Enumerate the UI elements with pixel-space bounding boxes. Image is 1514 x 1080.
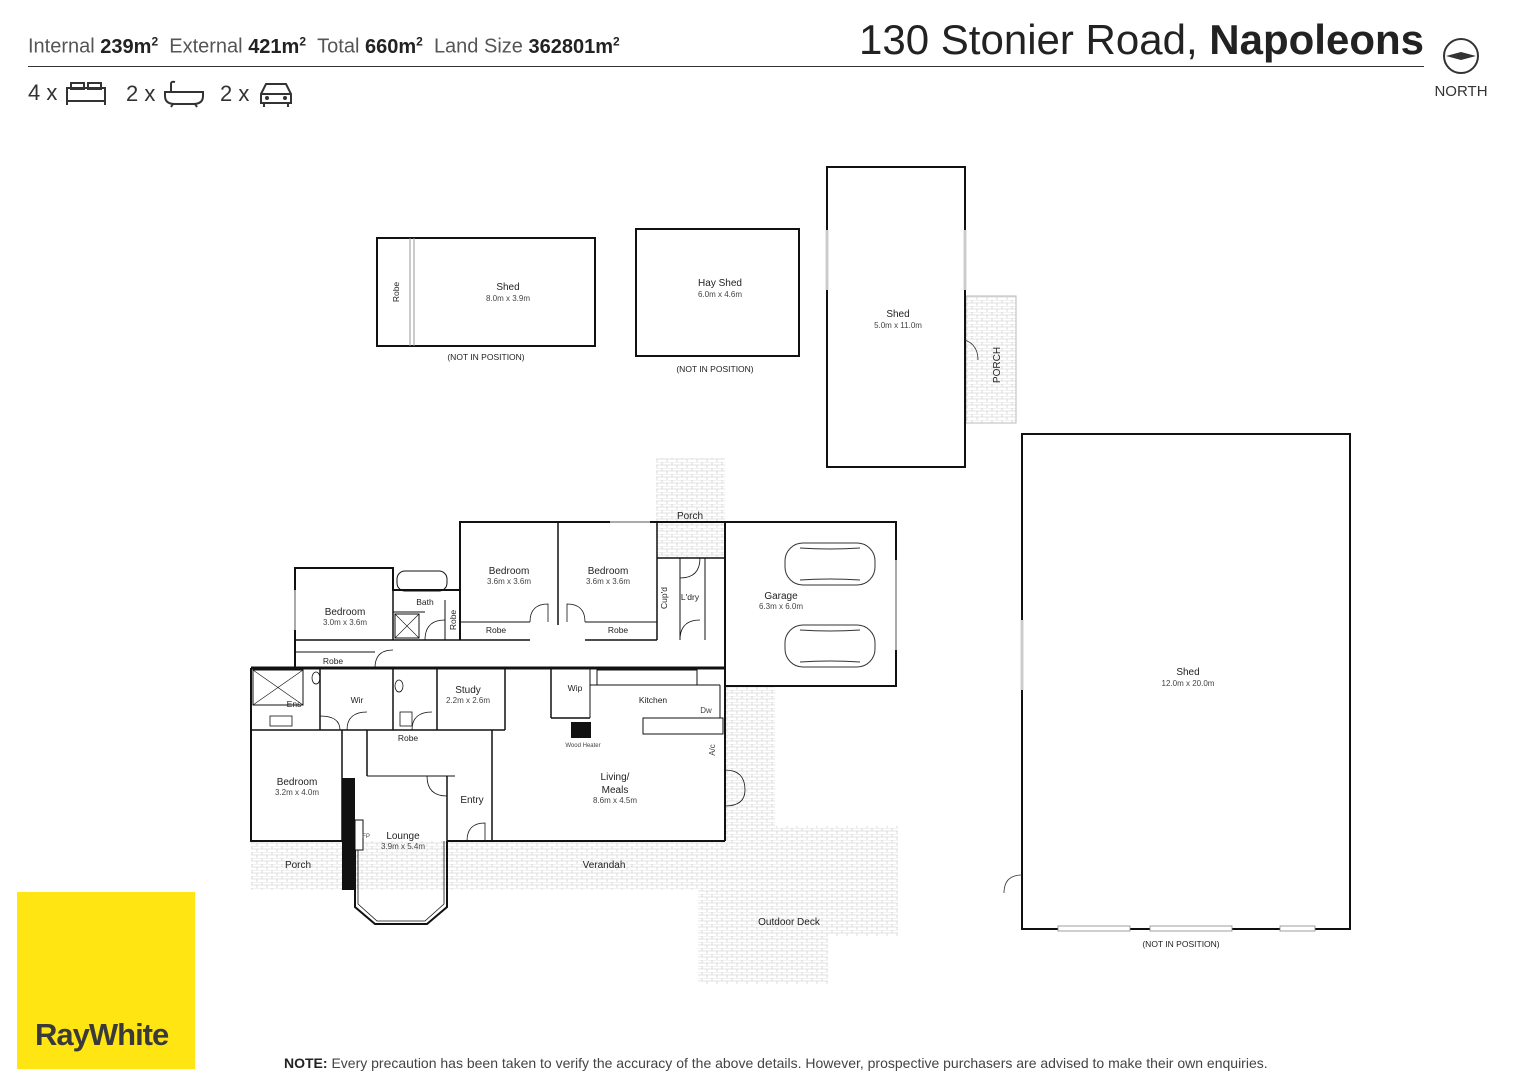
garage-size: 6.3m x 6.0m: [759, 602, 803, 611]
raywhite-logo: RayWhite: [17, 892, 195, 1069]
brand-name: RayWhite: [35, 1017, 169, 1052]
bath-icon: [164, 80, 205, 108]
lounge-label: Lounge: [386, 831, 420, 842]
shed1-robe: Robe: [391, 282, 401, 303]
shed1-size: 8.0m x 3.9m: [486, 294, 530, 303]
robe-a-label: Robe: [486, 625, 507, 635]
shed1-not-in-position: (NOT IN POSITION): [447, 352, 524, 362]
bedroom-d-size: 3.2m x 4.0m: [275, 788, 319, 797]
shed1-name: Shed: [496, 282, 519, 293]
outdoor-paving: [251, 458, 898, 984]
external-label: External: [169, 35, 243, 58]
shed2-porch: PORCH: [992, 347, 1003, 383]
hayshed-size: 6.0m x 4.6m: [698, 290, 742, 299]
wood-heater-label: Wood Heater: [565, 743, 600, 749]
bath-label: Bath: [416, 597, 434, 607]
bedroom-a-label: Bedroom: [489, 566, 530, 577]
disclaimer: NOTE: Every precaution has been taken to…: [284, 1055, 1268, 1071]
car-icon: [260, 83, 293, 107]
note-text: Every precaution has been taken to verif…: [331, 1055, 1268, 1071]
main-house: [250, 521, 897, 925]
living-size: 8.6m x 4.5m: [593, 796, 637, 805]
shed2-size: 5.0m x 11.0m: [874, 321, 922, 330]
bedroom-b-size: 3.6m x 3.6m: [586, 577, 630, 586]
room-labels: Porch Bedroom 3.6m x 3.6m Bedroom 3.6m x…: [275, 511, 821, 928]
porch-rear-label: Porch: [677, 511, 703, 522]
study-label: Study: [455, 685, 481, 696]
compass-icon: [1443, 38, 1479, 74]
street: 130 Stonier Road,: [859, 16, 1198, 63]
bedrooms-count: 4 x: [28, 80, 107, 106]
land-size-value: 362801m2: [528, 34, 620, 58]
external-value: 421m2: [248, 34, 307, 58]
garage-label: Garage: [764, 591, 798, 602]
north-compass: NORTH: [1430, 36, 1492, 100]
porch-front-label: Porch: [285, 860, 311, 871]
living-label-2: Meals: [602, 785, 629, 796]
robe-d-label: Robe: [398, 733, 419, 743]
note-label: NOTE:: [284, 1055, 328, 1071]
garage-cars: [784, 542, 876, 668]
study-size: 2.2m x 2.6m: [446, 696, 490, 705]
bedroom-d-label: Bedroom: [277, 777, 318, 788]
shed-8x3-9: Shed 8.0m x 3.9m Robe (NOT IN POSITION): [376, 237, 596, 362]
kitchen-label: Kitchen: [639, 695, 668, 705]
shed3-name: Shed: [1176, 667, 1199, 678]
bed-icon: [66, 82, 107, 105]
hayshed-not-in-position: (NOT IN POSITION): [676, 364, 753, 374]
bedroom-b-label: Bedroom: [588, 566, 629, 577]
entry-label: Entry: [460, 795, 483, 806]
shed3-size: 12.0m x 20.0m: [1162, 679, 1215, 688]
shed3-not-in-position: (NOT IN POSITION): [1142, 939, 1219, 949]
fireplace-label: FP: [362, 834, 370, 840]
internal-label: Internal: [28, 35, 95, 58]
outdoor-deck-label: Outdoor Deck: [758, 917, 821, 928]
wir-label: Wir: [351, 695, 364, 705]
dishwasher-label: Dw: [700, 706, 712, 715]
shed-12x20: Shed 12.0m x 20.0m (NOT IN POSITION): [1003, 433, 1351, 949]
cupboard-label: Cup'd: [659, 587, 669, 609]
property-stats: Internal 239m2 External 421m2 Total 660m…: [28, 34, 620, 59]
ensuite-label: Ens: [287, 699, 302, 709]
bedroom-a-size: 3.6m x 3.6m: [487, 577, 531, 586]
laundry-label: L'dry: [681, 592, 700, 602]
wip-label: Wip: [568, 683, 583, 693]
north-label: NORTH: [1434, 83, 1488, 100]
shed2-name: Shed: [886, 309, 909, 320]
aircon-label: A/c: [708, 744, 717, 756]
shed-5x11: Shed 5.0m x 11.0m PORCH: [825, 166, 1017, 468]
robe-c-label: Robe: [323, 656, 344, 666]
header-rule: [28, 66, 1424, 67]
internal-value: 239m2: [100, 34, 159, 58]
robe-b-label: Robe: [608, 625, 629, 635]
robe-bath-label: Robe: [448, 610, 458, 631]
bedroom-c-label: Bedroom: [325, 607, 366, 618]
land-size-label: Land Size: [433, 35, 523, 58]
verandah-label: Verandah: [583, 860, 626, 871]
total-value: 660m2: [364, 34, 423, 58]
bedroom-c-size: 3.0m x 3.6m: [323, 618, 367, 627]
suburb: Napoleons: [1209, 16, 1424, 63]
total-label: Total: [317, 35, 360, 58]
car-spaces-count: 2 x: [220, 80, 295, 108]
hayshed-name: Hay Shed: [698, 278, 742, 289]
address-title: 130 Stonier Road, Napoleons: [859, 16, 1424, 64]
hay-shed: Hay Shed 6.0m x 4.6m (NOT IN POSITION): [635, 228, 800, 374]
bathrooms-count: 2 x: [126, 80, 205, 108]
living-label-1: Living/: [601, 772, 630, 783]
lounge-size: 3.9m x 5.4m: [381, 842, 425, 851]
